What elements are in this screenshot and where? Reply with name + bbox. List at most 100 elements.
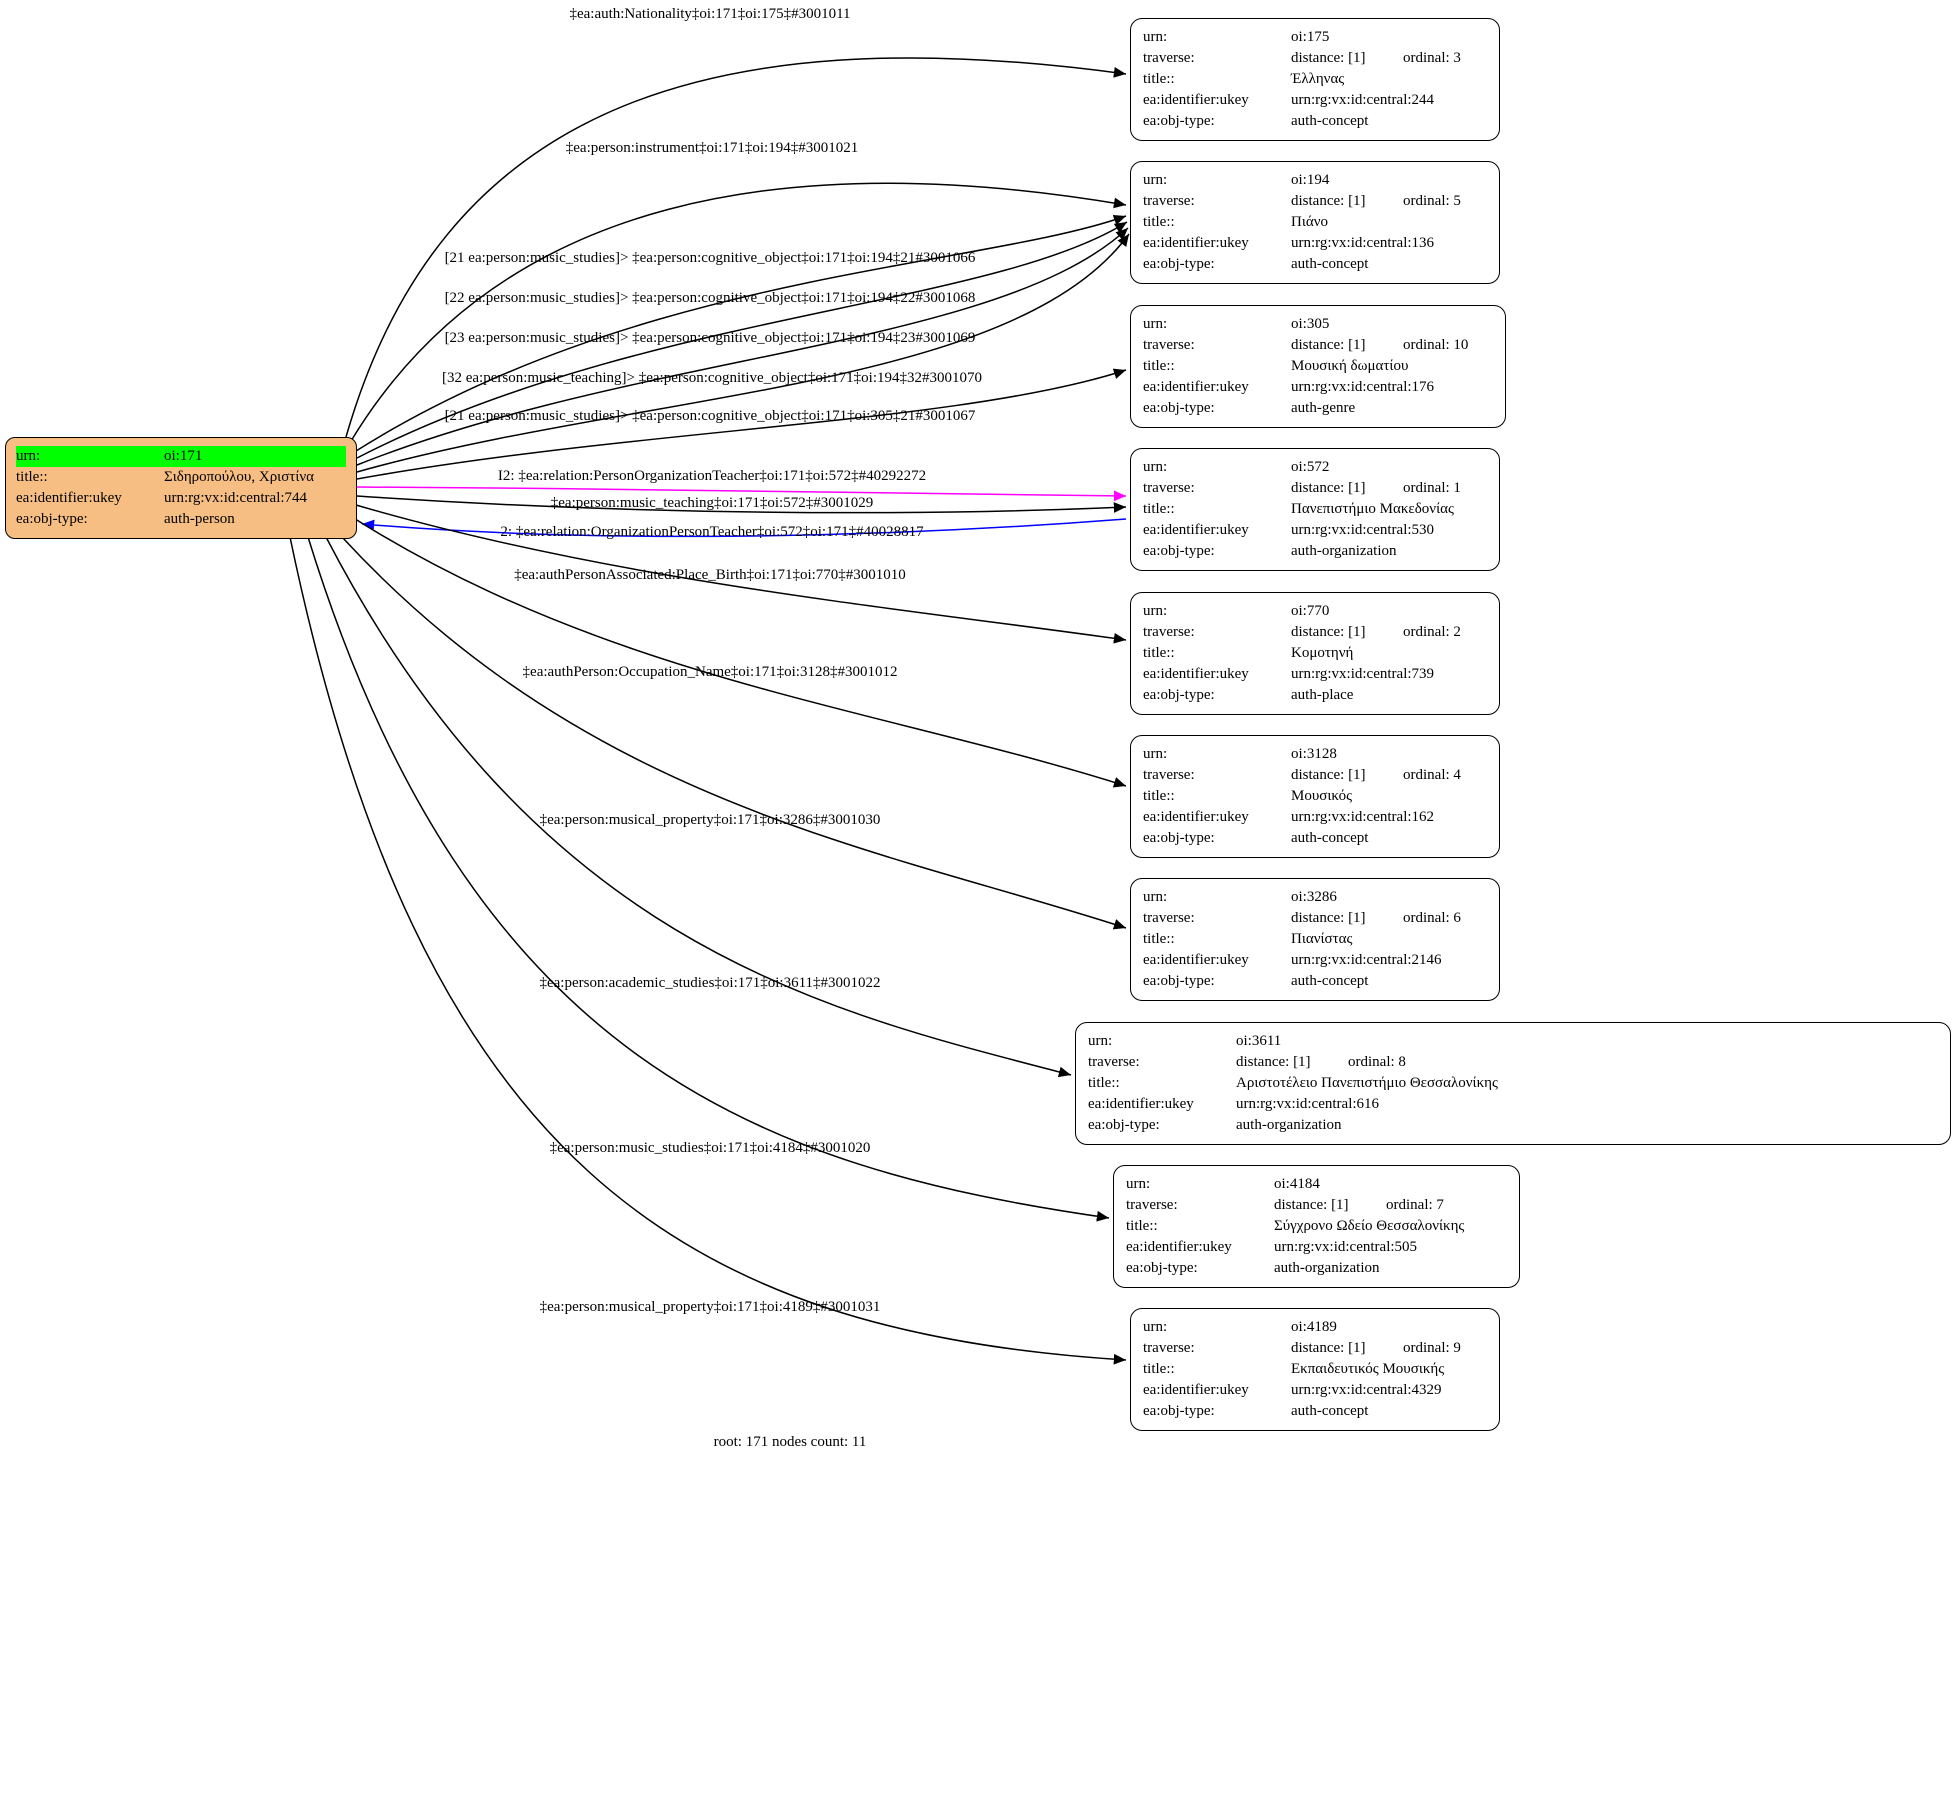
ordinal-value: ordinal: 7 (1386, 1197, 1444, 1213)
node-row-ukey: ea:identifier:ukey urn:rg:vx:id:central:… (1143, 807, 1487, 828)
ukey-value: urn:rg:vx:id:central:162 (1291, 809, 1435, 825)
urn-value: oi:4184 (1274, 1176, 1320, 1192)
graph-node-oi-770[interactable]: urn: oi:770 traverse: distance: [1]ordin… (1130, 592, 1500, 715)
field-label-ukey: ea:identifier:ukey (1143, 809, 1249, 825)
node-row-urn: urn: oi:194 (1143, 170, 1487, 191)
graph-edge (356, 227, 1129, 466)
field-label-ukey: ea:identifier:ukey (1126, 1239, 1232, 1255)
field-label-title: title:: (1143, 501, 1175, 517)
graph-node-oi-4184[interactable]: urn: oi:4184 traverse: distance: [1]ordi… (1113, 1165, 1520, 1288)
node-row-traverse: traverse: distance: [1]ordinal: 1 (1143, 478, 1487, 499)
edge-label: 2: ‡ea:relation:OrganizationPersonTeache… (500, 524, 924, 540)
root-node[interactable]: urn: oi:171 title:: Σιδηροπούλου, Χριστί… (5, 437, 357, 539)
field-label-title: title:: (1143, 1361, 1175, 1377)
field-label-ukey: ea:identifier:ukey (1143, 92, 1249, 108)
graph-edge (356, 368, 1127, 480)
root-node-row: ea:identifier:ukey urn:rg:vx:id:central:… (16, 488, 346, 509)
node-row-title: title:: Πανεπιστήμιο Μακεδονίας (1143, 499, 1487, 520)
objtype-value: auth-organization (1274, 1260, 1380, 1276)
urn-value: oi:3611 (1236, 1033, 1282, 1049)
ordinal-value: ordinal: 6 (1403, 910, 1461, 926)
distance-value: distance: [1] (1291, 193, 1366, 209)
node-row-urn: urn: oi:4189 (1143, 1317, 1487, 1338)
field-label-urn: urn: (1143, 172, 1168, 188)
ordinal-value: ordinal: 4 (1403, 767, 1461, 783)
field-label-objtype: ea:obj-type: (1126, 1260, 1198, 1276)
node-row-objtype: ea:obj-type: auth-organization (1088, 1115, 1938, 1136)
graph-edge (355, 504, 1127, 644)
edge-label: ‡ea:auth:Nationality‡oi:171‡oi:175‡#3001… (569, 6, 851, 22)
field-label-urn: urn: (1143, 603, 1168, 619)
root-node-row: urn: oi:171 (16, 446, 346, 467)
field-label-title: title:: (1143, 931, 1175, 947)
graph-node-oi-572[interactable]: urn: oi:572 traverse: distance: [1]ordin… (1130, 448, 1500, 571)
node-row-objtype: ea:obj-type: auth-concept (1143, 1401, 1487, 1422)
graph-node-oi-3611[interactable]: urn: oi:3611 traverse: distance: [1]ordi… (1075, 1022, 1951, 1145)
distance-value: distance: [1] (1291, 1340, 1366, 1356)
traverse-value: distance: [1]ordinal: 3 (1291, 48, 1487, 69)
node-row-ukey: ea:identifier:ukey urn:rg:vx:id:central:… (1126, 1237, 1507, 1258)
ordinal-value: ordinal: 8 (1348, 1054, 1406, 1070)
graph-edge (325, 536, 1072, 1078)
traverse-value: distance: [1]ordinal: 8 (1236, 1052, 1938, 1073)
traverse-value: distance: [1] ordinal: 7 (1274, 1195, 1507, 1216)
field-label-objtype: ea:obj-type: (1143, 400, 1215, 416)
objtype-value: auth-concept (1291, 1403, 1369, 1419)
node-row-objtype: ea:obj-type: auth-concept (1143, 971, 1487, 992)
distance-value: distance: [1] (1291, 624, 1366, 640)
node-row-title: title:: Σύγχρονο Ωδείο Θεσσαλονίκης (1126, 1216, 1507, 1237)
root-node-row: title:: Σιδηροπούλου, Χριστίνα (16, 467, 346, 488)
field-label-traverse: traverse: (1143, 480, 1195, 496)
node-row-traverse: traverse: distance: [1]ordinal: 10 (1143, 335, 1493, 356)
ordinal-value: ordinal: 9 (1403, 1340, 1461, 1356)
field-label-traverse: traverse: (1143, 1340, 1195, 1356)
traverse-value: distance: [1] ordinal: 9 (1291, 1338, 1487, 1359)
title-value: Σύγχρονο Ωδείο Θεσσαλονίκης (1274, 1218, 1465, 1234)
node-row-urn: urn: oi:572 (1143, 457, 1487, 478)
node-row-title: title:: Κομοτηνή (1143, 643, 1487, 664)
field-label-title: title:: (1126, 1218, 1158, 1234)
root-field-value: urn:rg:vx:id:central:744 (164, 490, 308, 506)
graph-node-oi-194[interactable]: urn: oi:194 traverse: distance: [1]ordin… (1130, 161, 1500, 284)
node-row-objtype: ea:obj-type: auth-concept (1143, 111, 1487, 132)
objtype-value: auth-concept (1291, 113, 1369, 129)
graph-edge (345, 57, 1127, 438)
title-value: Έλληνας (1291, 71, 1345, 87)
graph-node-oi-4189[interactable]: urn: oi:4189 traverse: distance: [1] ordi… (1130, 1308, 1500, 1431)
ukey-value: urn:rg:vx:id:central:505 (1274, 1239, 1418, 1255)
edge-label: ‡ea:person:music_studies‡oi:171‡oi:4184‡… (549, 1140, 871, 1156)
root-field-label: ea:identifier:ukey (16, 490, 122, 506)
distance-value: distance: [1] (1291, 337, 1366, 353)
edge-label: [21 ea:person:music_studies]> ‡ea:person… (444, 408, 976, 424)
field-label-ukey: ea:identifier:ukey (1088, 1096, 1194, 1112)
ordinal-value: ordinal: 2 (1403, 624, 1461, 640)
title-value: Εκπαιδευτικός Μουσικής (1291, 1361, 1445, 1377)
field-label-urn: urn: (1088, 1033, 1113, 1049)
node-row-traverse: traverse: distance: [1]ordinal: 5 (1143, 191, 1487, 212)
node-row-title: title:: Μουσική δωματίου (1143, 356, 1493, 377)
graph-node-oi-305[interactable]: urn: oi:305 traverse: distance: [1]ordin… (1130, 305, 1506, 428)
ukey-value: urn:rg:vx:id:central:244 (1291, 92, 1435, 108)
node-row-ukey: ea:identifier:ukey urn:rg:vx:id:central:… (1143, 90, 1487, 111)
field-label-objtype: ea:obj-type: (1143, 543, 1215, 559)
field-label-ukey: ea:identifier:ukey (1143, 1382, 1249, 1398)
footer-caption: root: 171 nodes count: 11 (713, 1434, 867, 1450)
graph-edge (289, 536, 1127, 1365)
ukey-value: urn:rg:vx:id:central:739 (1291, 666, 1435, 682)
node-row-ukey: ea:identifier:ukey urn:rg:vx:id:central:… (1143, 664, 1487, 685)
distance-value: distance: [1] (1274, 1197, 1349, 1213)
urn-value: oi:4189 (1291, 1319, 1337, 1335)
field-label-objtype: ea:obj-type: (1143, 687, 1215, 703)
graph-node-oi-3286[interactable]: urn: oi:3286 traverse: distance: [1]ordi… (1130, 878, 1500, 1001)
ukey-value: urn:rg:vx:id:central:136 (1291, 235, 1435, 251)
field-label-ukey: ea:identifier:ukey (1143, 235, 1249, 251)
graph-node-oi-175[interactable]: urn: oi:175 traverse: distance: [1]ordin… (1130, 18, 1500, 141)
urn-value: oi:305 (1291, 316, 1330, 332)
graph-node-oi-3128[interactable]: urn: oi:3128 traverse: distance: [1]ordi… (1130, 735, 1500, 858)
ukey-value: urn:rg:vx:id:central:530 (1291, 522, 1435, 538)
field-label-objtype: ea:obj-type: (1143, 973, 1215, 989)
node-row-objtype: ea:obj-type: auth-place (1143, 685, 1487, 706)
graph-edge (356, 495, 1127, 514)
edge-label: ‡ea:person:academic_studies‡oi:171‡oi:36… (539, 975, 881, 991)
